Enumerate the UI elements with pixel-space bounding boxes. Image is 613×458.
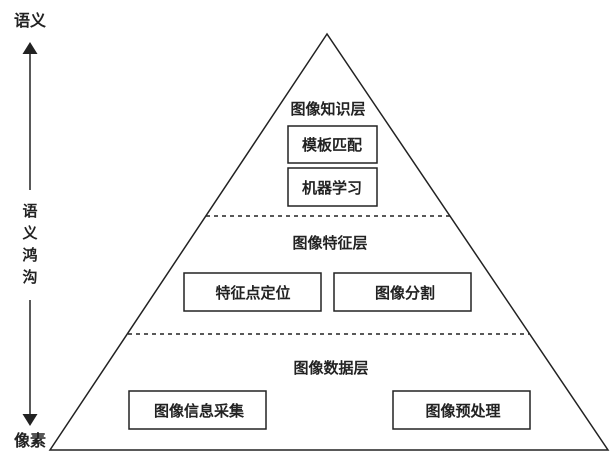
- item-box: [287, 125, 378, 164]
- gap-label-char: 沟: [22, 268, 37, 286]
- item-label: 机器学习: [302, 179, 362, 197]
- gap-label-char: 语: [22, 202, 37, 220]
- item-label: 图像分割: [375, 284, 435, 302]
- axis-top-label: 语义: [14, 11, 46, 30]
- layer-title-feature: 图像特征层: [292, 234, 367, 252]
- item-box: [287, 167, 378, 207]
- gap-label-char: 鸿: [22, 246, 37, 264]
- pyramid-outline: [48, 32, 610, 451]
- layer-title-data: 图像数据层: [293, 359, 368, 377]
- item-label: 图像预处理: [425, 402, 500, 420]
- item-box: [333, 272, 472, 312]
- item-label: 图像信息采集: [154, 402, 245, 420]
- layer-title-knowledge: 图像知识层: [290, 100, 365, 118]
- item-label: 模板匹配: [302, 136, 362, 154]
- gap-label-char: 义: [22, 224, 37, 242]
- item-box: [183, 272, 322, 312]
- item-box: [128, 390, 267, 430]
- axis-bottom-label: 像素: [14, 431, 46, 450]
- item-box: [392, 390, 531, 430]
- item-label: 特征点定位: [215, 284, 290, 302]
